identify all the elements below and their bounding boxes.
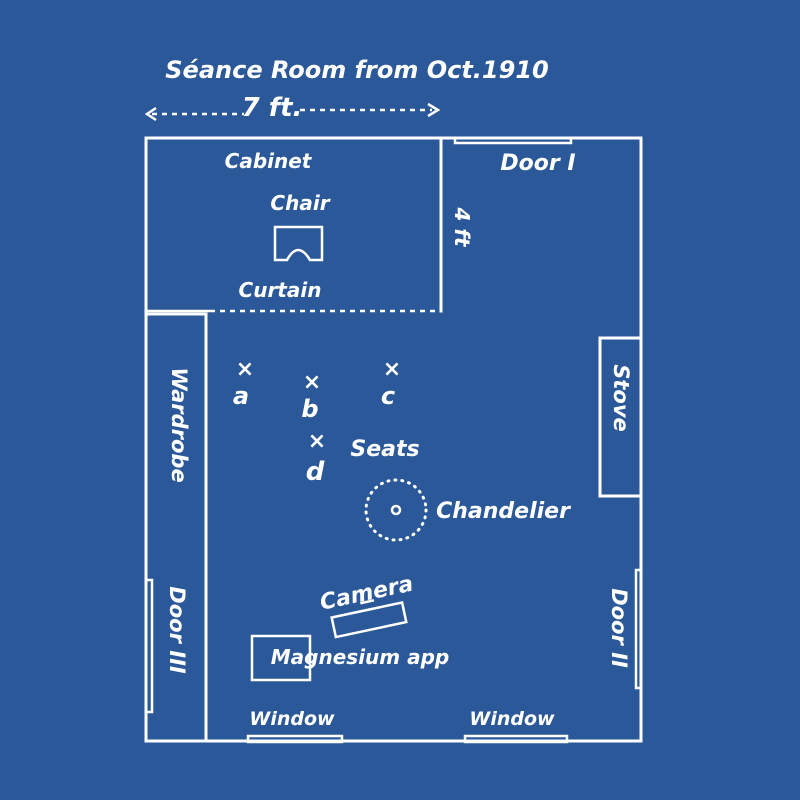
door-1-label: Door I: [500, 151, 575, 176]
plan-title: Séance Room from Oct.1910: [165, 56, 548, 84]
seat-mark-b: ×: [303, 370, 321, 395]
chair-label: Chair: [270, 191, 330, 215]
seat-mark-c: ×: [383, 357, 401, 382]
door-3-label: Door III: [165, 586, 189, 674]
stove-label: Stove: [609, 364, 633, 432]
seat-label-b: b: [301, 395, 318, 423]
wardrobe-outline: [144, 312, 208, 743]
width-dimension-label: 7 ft.: [242, 93, 303, 123]
window-right-opening: [463, 734, 569, 744]
wardrobe-label: Wardrobe: [167, 367, 191, 482]
chair-icon: [273, 225, 324, 262]
chandelier-center: [390, 504, 402, 516]
seat-label-c: c: [381, 382, 395, 410]
seat-mark-a: ×: [236, 357, 254, 382]
door-1-opening: [453, 136, 573, 145]
magnesium-apparatus-label: Magnesium app: [271, 645, 449, 669]
door-2-label: Door II: [607, 588, 631, 668]
curtain-label: Curtain: [239, 278, 322, 302]
window-left-opening: [246, 734, 344, 744]
chandelier-ring: [364, 478, 428, 542]
door-3-opening: [144, 578, 154, 714]
door-2-opening: [634, 568, 643, 690]
stove-outline: [598, 336, 643, 498]
width-dimension-arrow: [144, 102, 441, 122]
chandelier-label: Chandelier: [436, 499, 571, 524]
cabinet-label: Cabinet: [225, 149, 313, 173]
cabinet-depth-label: 4 ft: [450, 206, 474, 248]
seats-label: Seats: [350, 437, 419, 462]
window-right-label: Window: [469, 708, 555, 730]
seat-mark-d: ×: [308, 429, 326, 454]
magnesium-apparatus-outline: [250, 634, 312, 682]
cabinet-area: [146, 136, 443, 313]
seat-label-d: d: [306, 457, 325, 487]
window-left-label: Window: [249, 708, 335, 730]
seat-label-a: a: [233, 382, 249, 410]
camera-icon: [330, 599, 408, 639]
